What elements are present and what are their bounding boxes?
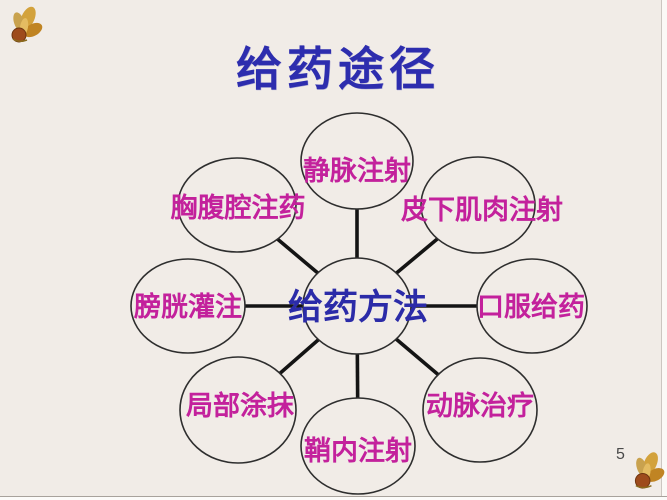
node-label-bottom: 鞘内注射: [304, 435, 412, 466]
butterfly-shapes: [11, 6, 43, 43]
node-label-bottom-left: 局部涂抹: [186, 390, 295, 421]
node-label-top: 静脉注射: [303, 155, 411, 186]
node-ellipse-bottom: [300, 397, 416, 495]
slide-right-margin: [661, 0, 667, 500]
node-ellipse-top-left: [177, 157, 297, 253]
node-label-bottom-right: 动脉治疗: [426, 390, 534, 421]
node-label-top-left: 胸腹腔注药: [171, 192, 306, 223]
node-label-left: 膀胱灌注: [133, 291, 242, 322]
diagram-ellipses: [130, 112, 588, 495]
node-ellipse-bottom-right: [422, 357, 538, 463]
center-node-label: 给药方法: [288, 288, 428, 327]
node-ellipse-bottom-left: [179, 356, 297, 464]
butterfly-shapes: [634, 452, 665, 489]
butterfly-icon: [11, 6, 43, 43]
node-ellipse-top-right: [420, 156, 536, 254]
center-ellipse: [302, 257, 412, 355]
slide-title: 给药途径: [236, 44, 440, 95]
node-label-top-right: 皮下肌肉注射: [401, 194, 563, 225]
node-ellipse-left: [130, 258, 246, 354]
node-ellipse-top: [300, 112, 414, 210]
butterfly-icon: [634, 452, 665, 489]
page-number: 5: [616, 446, 625, 463]
slide-bottom-edge: [0, 496, 667, 500]
node-ellipse-right: [476, 258, 588, 354]
node-label-right: 口服给药: [477, 292, 585, 322]
